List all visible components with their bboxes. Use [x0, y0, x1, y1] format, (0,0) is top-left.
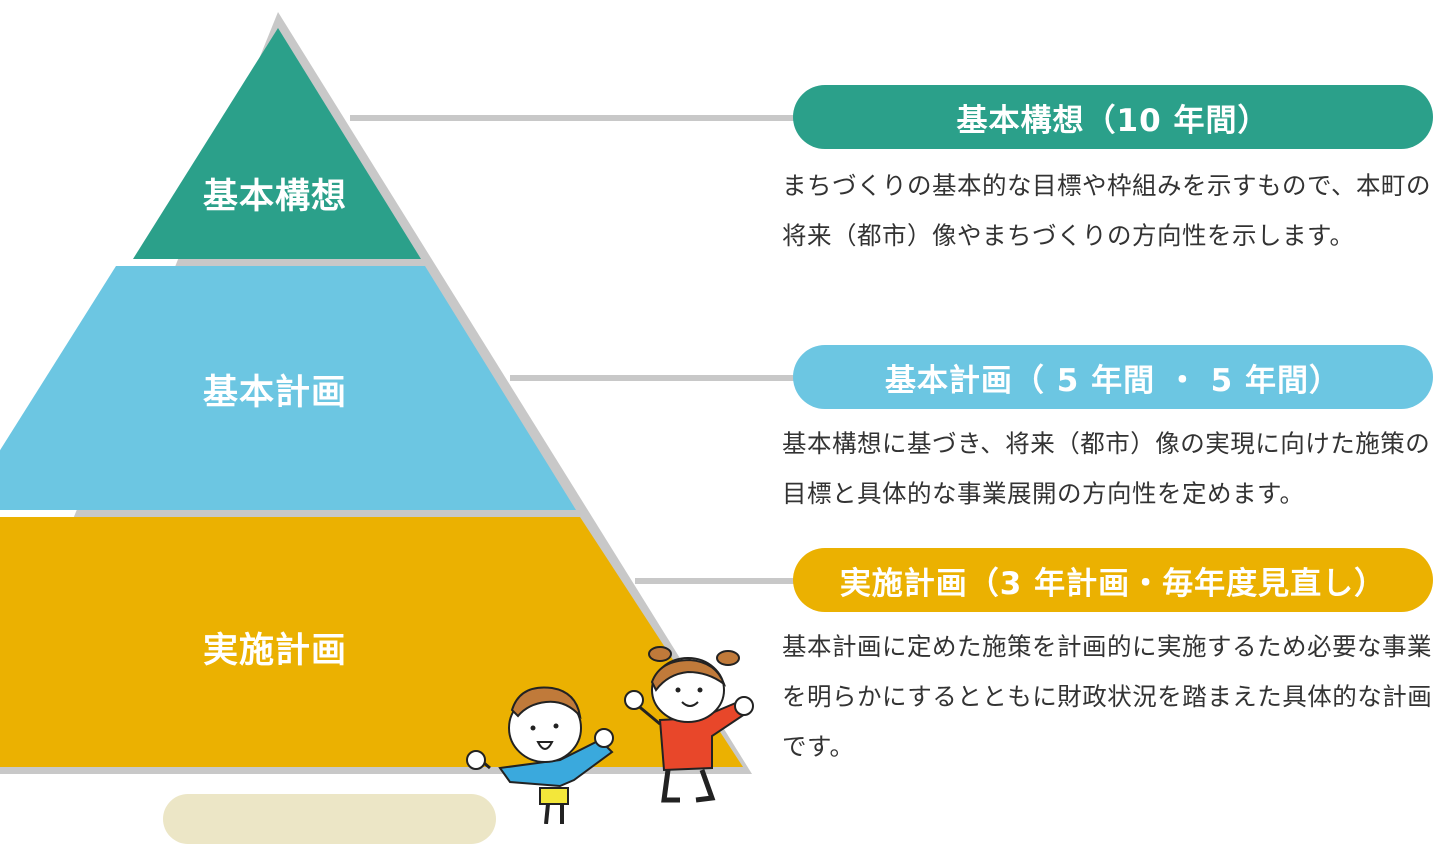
pyramid-diagram [0, 12, 754, 824]
pyramid-label-kihon-keikaku: 基本計画 [203, 373, 348, 413]
bottom-label-pill [163, 794, 496, 844]
pyramid-label-jisshi-keikaku: 実施計画 [203, 631, 348, 671]
tier-kihon-kousou-shape [133, 28, 421, 259]
heading-kihon-keikaku: 基本計画（ 5 年間 ・ 5 年間） [793, 345, 1433, 409]
tier-kihon-keikaku-shape [0, 266, 576, 510]
pyramid-label-kihon-kousou: 基本構想 [203, 177, 348, 217]
description-kihon-keikaku: 基本構想に基づき、将来（都市）像の実現に向けた施策の目標と具体的な事業展開の方向… [782, 429, 1431, 508]
tier-jisshi-keikaku-shape [0, 517, 743, 767]
boy-figure [466, 686, 614, 824]
connector-line-kihon-kousou [350, 115, 798, 121]
heading-kihon-kousou: 基本構想（10 年間） [793, 85, 1433, 149]
connector-line-jisshi-keikaku [635, 578, 798, 584]
children-illustration [466, 646, 754, 824]
connector-line-kihon-keikaku [510, 375, 798, 381]
girl-figure [624, 646, 754, 803]
description-jisshi-keikaku: 基本計画に定めた施策を計画的に実施するため必要な事業を明らかにするとともに財政状… [782, 632, 1433, 761]
heading-jisshi-keikaku: 実施計画（3 年計画・毎年度見直し） [793, 548, 1433, 612]
description-kihon-kousou: まちづくりの基本的な目標や枠組みを示すもので、本町の将来（都市）像やまちづくりの… [782, 171, 1432, 250]
